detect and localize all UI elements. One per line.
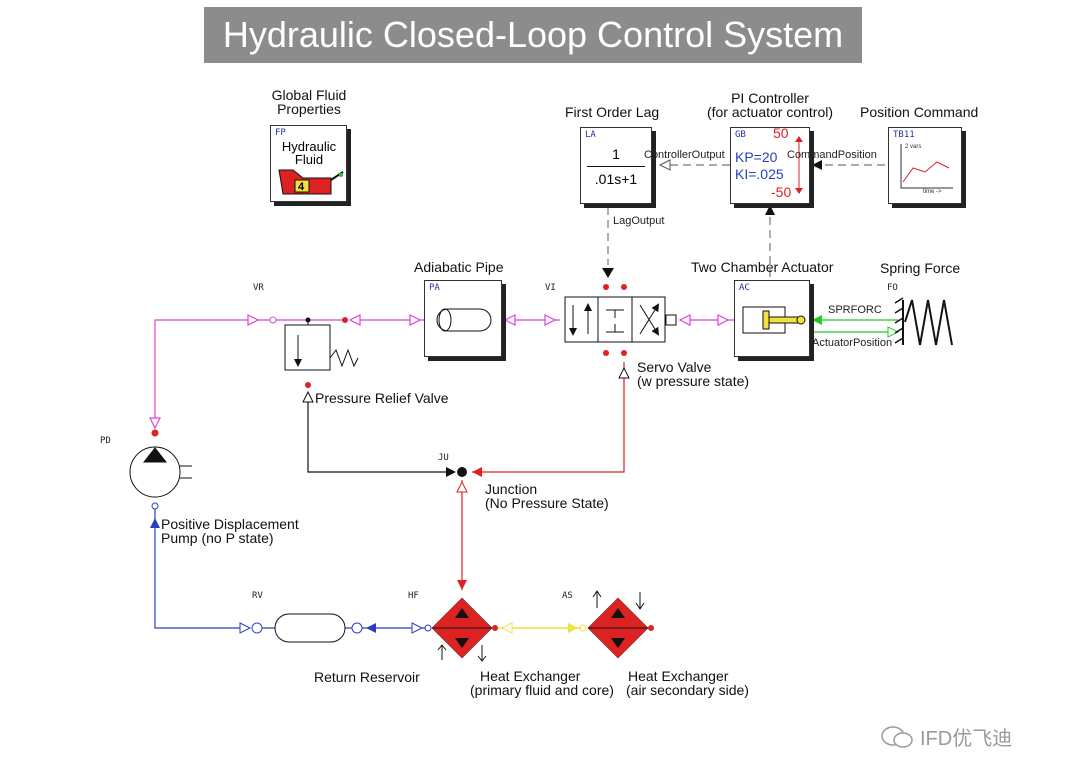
actuator-block[interactable]: AC — [734, 280, 810, 357]
lag-to-servo-arrow — [602, 268, 614, 278]
watermark-text: IFD优飞迪 — [920, 728, 1013, 750]
hx-inlet-arrow — [457, 580, 467, 590]
fluid-index: 4 — [298, 181, 305, 193]
servo-valve-symbol — [564, 296, 677, 343]
feedback-in-arrow — [765, 205, 775, 215]
wechat-icon — [881, 725, 913, 748]
hx-secondary-tag: AS — [562, 591, 573, 601]
pump-inlet-arrow — [150, 518, 160, 528]
magenta-ports — [151, 316, 277, 437]
reservoir-tag: RV — [252, 591, 263, 601]
servo-return-line — [472, 362, 625, 473]
actuator-position-arrow — [887, 326, 900, 338]
pump-label: Positive Displacement Pump (no P state) — [161, 516, 299, 546]
junction-label: Junction (No Pressure State) — [485, 481, 609, 511]
first-order-lag-block[interactable]: LA 1 .01s+1 — [580, 127, 652, 204]
hx-primary-symbol — [431, 597, 493, 659]
pump-to-relief-line — [154, 319, 270, 420]
magenta-arrows — [149, 314, 730, 430]
reservoir-to-pump-line — [154, 508, 240, 629]
pipe-tag: PA — [429, 283, 440, 293]
command-in-arrow — [812, 160, 822, 170]
command-tag: TB11 — [893, 130, 915, 140]
spring-force-label: Spring Force — [880, 260, 961, 276]
actuator-cylinder-icon — [742, 306, 806, 334]
pi-tag: GB — [735, 130, 746, 140]
lag-denominator: .01s+1 — [594, 171, 638, 187]
position-command-label: Position Command — [860, 104, 979, 120]
controller-out-arrow — [658, 159, 671, 171]
hx-secondary-label: Heat Exchanger (air secondary side) — [626, 668, 749, 698]
command-position-signal: CommandPosition — [787, 149, 877, 161]
relief-port — [342, 317, 348, 323]
pi-lower-limit: -50 — [771, 184, 792, 200]
pi-ki: KI=.025 — [735, 166, 784, 182]
reservoir-symbol — [274, 613, 346, 643]
pi-controller-block[interactable]: GB 50 KP=20 KI=.025 -50 — [730, 125, 810, 204]
servo-tag: VI — [545, 283, 556, 293]
global-fluid-label: Global Fluid Properties — [271, 87, 347, 117]
adiabatic-pipe-label: Adiabatic Pipe — [414, 259, 504, 275]
first-order-lag-label: First Order Lag — [565, 104, 660, 120]
lag-output-signal: LagOutput — [613, 215, 665, 227]
actuator-position-signal: ActuatorPosition — [812, 337, 893, 349]
hx-primary-label: Heat Exchanger (primary fluid and core) — [470, 668, 614, 698]
junction-tag: JU — [438, 453, 449, 463]
spring-tag: FO — [887, 283, 898, 293]
relief-outlet-port — [305, 382, 311, 388]
relief-valve-symbol — [284, 317, 359, 371]
actuator-label: Two Chamber Actuator — [691, 259, 834, 275]
pi-limit-arrow — [795, 136, 803, 194]
relief-return-arrow — [446, 467, 456, 477]
junction-node — [457, 467, 467, 477]
command-inner-label: 2 vars — [905, 144, 922, 150]
pump-symbol — [129, 446, 192, 498]
relief-return-line — [307, 402, 450, 473]
hx-primary-tag: HF — [408, 591, 419, 601]
junction-red-arrow — [472, 467, 482, 477]
pi-controller-label: PI Controller (for actuator control) — [706, 90, 834, 120]
controller-output-signal: ControllerOutput — [644, 149, 725, 161]
pi-upper-limit: 50 — [773, 125, 789, 141]
spring-symbol — [894, 297, 953, 346]
command-plot-icon — [900, 144, 953, 189]
fluid-icon-text: Hydraulic Fluid — [281, 139, 337, 167]
global-fluid-block[interactable]: FP Hydraulic Fluid 4 — [270, 125, 347, 202]
oil-can-icon — [278, 169, 344, 195]
signal-lines — [607, 164, 885, 290]
servo-valve-label: Servo Valve (w pressure state) — [637, 359, 750, 389]
spring-force-arrow — [812, 315, 822, 325]
lag-numerator: 1 — [612, 146, 620, 162]
page-title: Hydraulic Closed-Loop Control System — [204, 7, 862, 63]
reservoir-label: Return Reservoir — [314, 669, 420, 685]
command-axis-label: time -> — [923, 189, 942, 195]
adiabatic-pipe-block[interactable]: PA — [424, 280, 502, 357]
pump-tag: PD — [100, 436, 111, 446]
watermark: IFD优飞迪 — [880, 722, 1012, 751]
actuator-tag: AC — [739, 283, 750, 293]
lag-fraction-bar — [587, 166, 645, 167]
hx-secondary-symbol — [587, 597, 649, 659]
servo-outlet-arrow — [618, 366, 630, 379]
pipe-icon — [436, 308, 492, 332]
spring-force-signal: SPRFORC — [828, 304, 882, 316]
position-command-block[interactable]: TB11 2 vars time -> — [888, 127, 962, 204]
lag-tag: LA — [585, 130, 596, 140]
relief-outlet-arrow — [302, 390, 314, 403]
relief-tag: VR — [253, 283, 264, 293]
relief-valve-label: Pressure Relief Valve — [315, 390, 449, 406]
junction-down-open-arrow — [456, 480, 468, 493]
pi-kp: KP=20 — [735, 149, 778, 165]
global-fluid-tag: FP — [275, 128, 286, 138]
